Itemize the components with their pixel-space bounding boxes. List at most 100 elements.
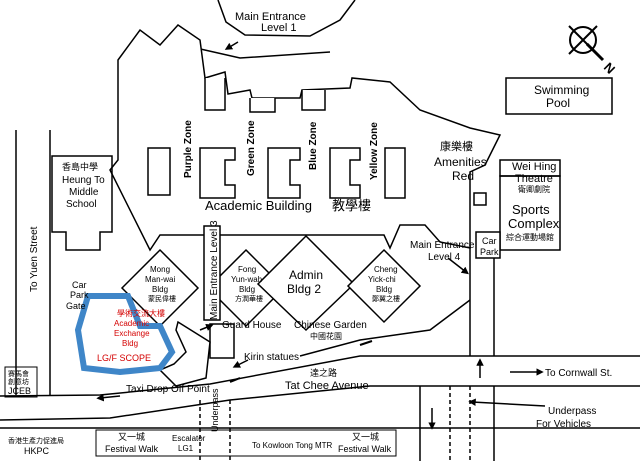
main-entrance-l1-level: Level 1 [261, 22, 296, 34]
main-entrance-l4-label: Main Entrance [410, 240, 475, 251]
tat-chee-avenue-south-edge [0, 385, 640, 421]
blue-zone-label: Blue Zone [308, 121, 319, 170]
fong-yun-wah-label-2: Yun-wah [231, 275, 262, 284]
to-yuen-street-label: To Yuen Street [29, 226, 40, 292]
school-label-1: Heung To [62, 175, 105, 186]
mong-man-wai-label-1: Mong [150, 265, 170, 274]
tat-chee-label: Tat Chee Avenue [285, 380, 369, 392]
kirin-statues-marker [229, 340, 373, 383]
cheng-yick-chi-label-1: Cheng [374, 265, 398, 274]
jceb-label: JCEB [8, 386, 31, 396]
north-wing-3 [301, 90, 326, 111]
car-park-gate-label-1: Car [72, 280, 87, 290]
arrow-underpass-vehicle [468, 398, 546, 407]
north-compass: N [568, 25, 618, 77]
level1-road-north [217, 0, 356, 37]
cheng-yick-chi-bldg [346, 248, 422, 324]
kowloon-tong-label: To Kowloon Tong MTR [252, 441, 333, 450]
taxi-drop-off-label: Taxi Drop Off Point [126, 384, 210, 395]
underpass-vertical-label: Underpass [210, 388, 220, 432]
sports-label: Sports [512, 202, 550, 217]
arrow-taxi [96, 393, 121, 402]
cheng-yick-chi-cn-label: 鄭翼之樓 [372, 294, 400, 303]
academic-building-cn-label: 教學樓 [332, 198, 371, 213]
academic-exchange-label-1: Academic [114, 319, 149, 328]
theatre-marker [473, 192, 487, 206]
arrow-guard [199, 323, 214, 331]
guard-house [209, 323, 235, 359]
north-wing-2 [249, 98, 276, 113]
amenities-cn-label: 康樂樓 [440, 139, 473, 153]
compass-north-label: N [601, 60, 618, 77]
escalator-level-label: LG1 [178, 444, 194, 453]
school-label-2: Middle [69, 187, 99, 198]
car-park-right [475, 231, 501, 259]
courtyard-4 [329, 147, 361, 199]
mong-man-wai-label-3: Bldg [152, 285, 168, 294]
wei-hing-cn-label: 衛卿劇院 [518, 184, 550, 194]
hkpc-cn-label: 香港生產力促進局 [8, 436, 64, 445]
complex-label: Complex [508, 216, 560, 231]
fong-yun-wah-label-3: Bldg [239, 285, 255, 294]
underpass-vehicles-label-1: Underpass [548, 406, 596, 417]
main-entrance-l3-label: Main Entrance Level 3 [209, 220, 220, 320]
escalator-label: Escalator [172, 434, 206, 443]
arrow-main-entrance-l1 [224, 41, 239, 50]
jceb-cn-label-2: 創意坊 [8, 377, 29, 386]
car-park-gate-label-3: Gate [66, 301, 86, 311]
yellow-zone-label: Yellow Zone [369, 122, 380, 180]
arrows [96, 41, 546, 430]
jceb-cn-label-1: 賽馬會 [8, 369, 29, 378]
academic-exchange-cn-label: 學術交流大樓 [117, 308, 165, 318]
level3-walkway [203, 225, 221, 321]
courtyard-1 [147, 147, 171, 196]
tat-chee-cn-label: 達之路 [310, 367, 337, 378]
admin-label-2: Bldg 2 [287, 282, 321, 296]
admin-bldg-2 [256, 234, 356, 332]
underpass-vehicles-label-2: For Vehicles [536, 419, 591, 430]
sports-complex-cn-label: 綜合運動場館 [506, 232, 554, 242]
courtyard-3 [267, 147, 301, 199]
cheng-yick-chi-label-2: Yick-chi [368, 275, 396, 284]
wei-hing-label: Wei Hing [512, 161, 556, 173]
level1-road-south [195, 47, 331, 59]
swimming-pool-label: Swimming [534, 83, 589, 97]
jceb-box [4, 366, 38, 398]
guard-house-label: Guard House [222, 320, 282, 331]
tat-chee-avenue-north-edge [0, 355, 640, 397]
purple-zone-label: Purple Zone [183, 120, 194, 178]
kirin-statues-label: Kirin statues [244, 352, 299, 363]
scope-highlight [74, 293, 176, 376]
main-entrance-l4-level: Level 4 [428, 252, 461, 263]
festival-walk-box [95, 429, 397, 457]
lg-scope-label: LG/F SCOPE [97, 353, 151, 363]
mong-man-wai-label-2: Man-wai [145, 275, 175, 284]
courtyard-2 [199, 147, 236, 199]
car-park-right-label-2: Park [480, 247, 499, 257]
main-entrance-l1-label: Main Entrance [235, 11, 306, 23]
school-cn-label: 香島中學 [62, 161, 98, 172]
arrow-kirin [232, 359, 249, 368]
swimming-pool [505, 77, 613, 115]
hkpc-label: HKPC [24, 446, 50, 456]
fong-yun-wah-label-1: Fong [238, 265, 256, 274]
festival-walk2-label: Festival Walk [338, 444, 392, 454]
north-wing-1 [204, 78, 226, 111]
car-park-right-label: Car [482, 236, 497, 246]
car-park-gate-label-2: Park [70, 290, 89, 300]
festival-walk-cn-label: 又一城 [118, 432, 145, 442]
academic-building-outline [109, 24, 502, 252]
academic-exchange-label-2: Exchange [114, 329, 150, 338]
wei-hing-theatre [499, 159, 561, 177]
courtyard-5 [384, 147, 406, 199]
amenities-label: Amenities [434, 155, 487, 169]
green-zone-label: Green Zone [246, 120, 257, 176]
arrow-level4 [447, 257, 469, 275]
swimming-pool-label-2: Pool [546, 96, 570, 110]
school-label-3: School [66, 199, 97, 210]
cheng-yick-chi-label-3: Bldg [376, 285, 392, 294]
festival-walk-label: Festival Walk [105, 444, 159, 454]
fong-yun-wah-cn-label: 方潤華樓 [235, 294, 263, 303]
mong-man-wai-cn-label: 蒙民偉樓 [148, 294, 176, 303]
